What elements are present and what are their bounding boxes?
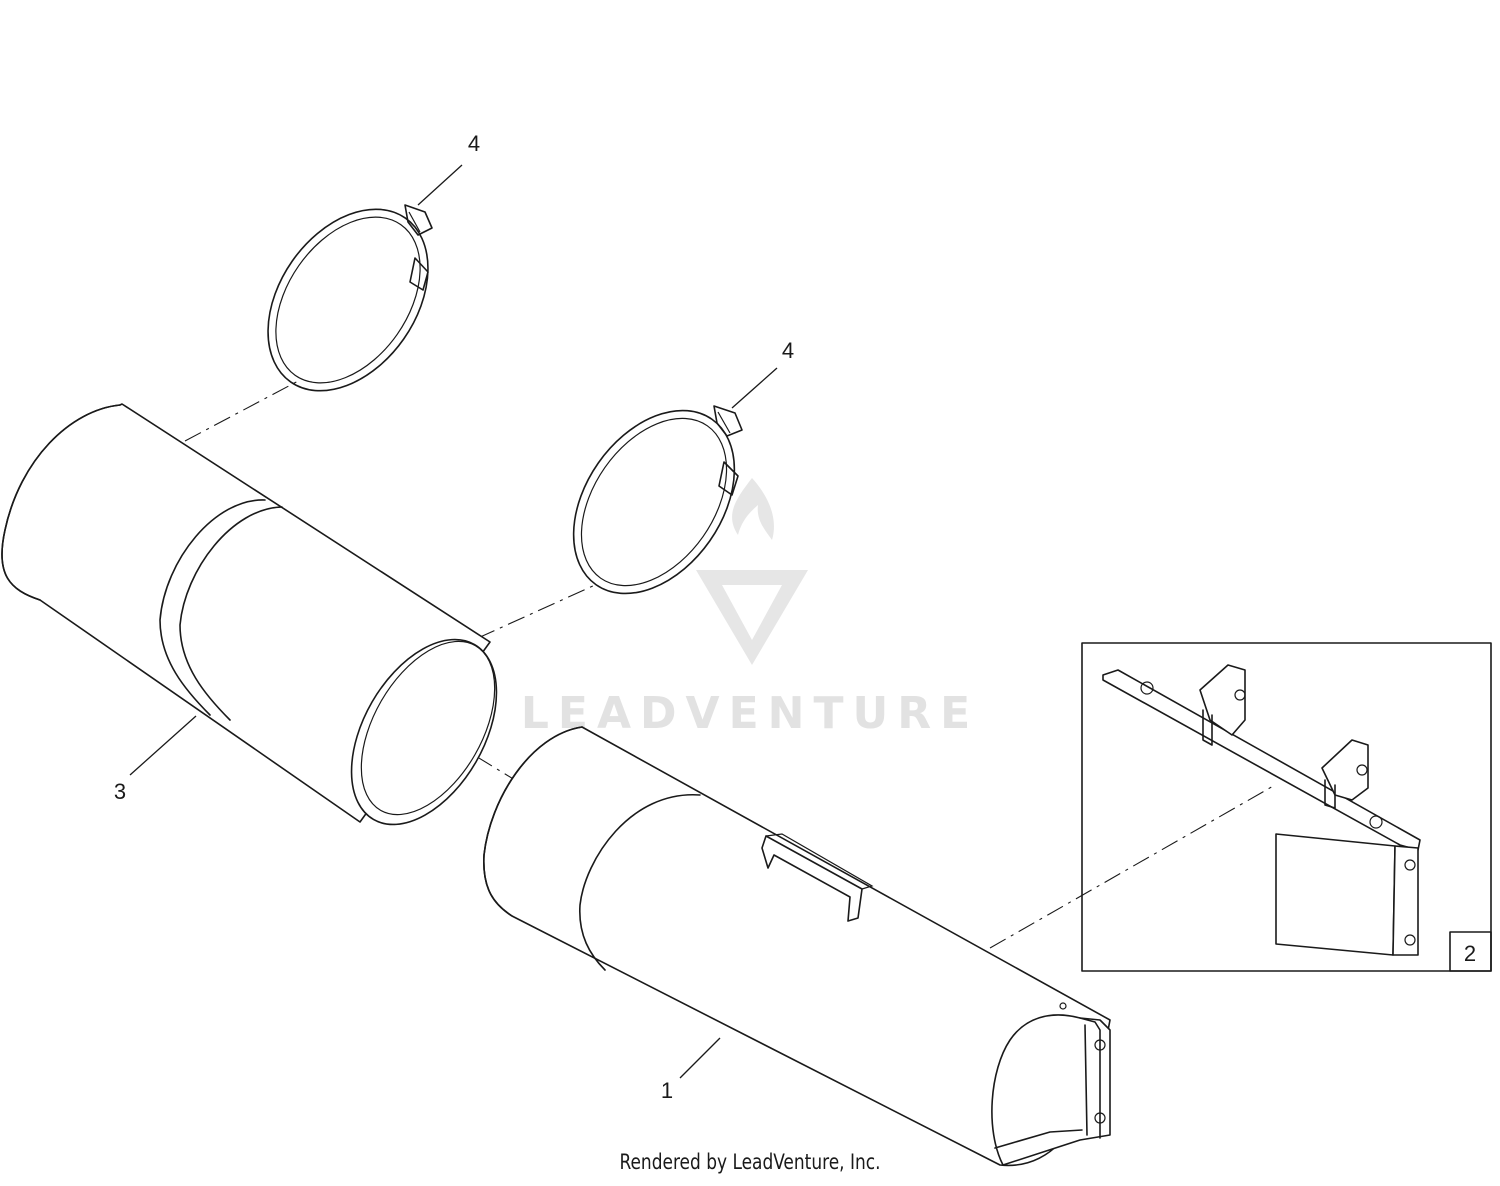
callout-tube-front: 1	[661, 1078, 673, 1103]
callout-inset-box: 2	[1464, 941, 1476, 966]
callout-labels: 4 4 3 1 2	[114, 131, 1476, 1103]
callout-clamp-middle: 4	[782, 338, 794, 363]
clamp-middle	[572, 405, 743, 595]
callout-clamp-top: 4	[468, 131, 480, 156]
footer-credit: Rendered by LeadVenture, Inc.	[619, 1150, 881, 1174]
clamp-top	[267, 204, 433, 392]
inset-label-box	[1449, 931, 1492, 972]
tube-front	[483, 726, 1111, 1167]
watermark: LEADVENTURE	[521, 478, 979, 739]
callout-tube-left: 3	[114, 779, 126, 804]
tube-left	[1, 403, 498, 826]
inset-frame	[1081, 642, 1492, 972]
watermark-flame-logo	[696, 478, 808, 665]
inset-deflector-bracket	[1081, 642, 1492, 972]
watermark-text: LEADVENTURE	[521, 688, 979, 739]
leader-lines	[129, 164, 778, 1079]
